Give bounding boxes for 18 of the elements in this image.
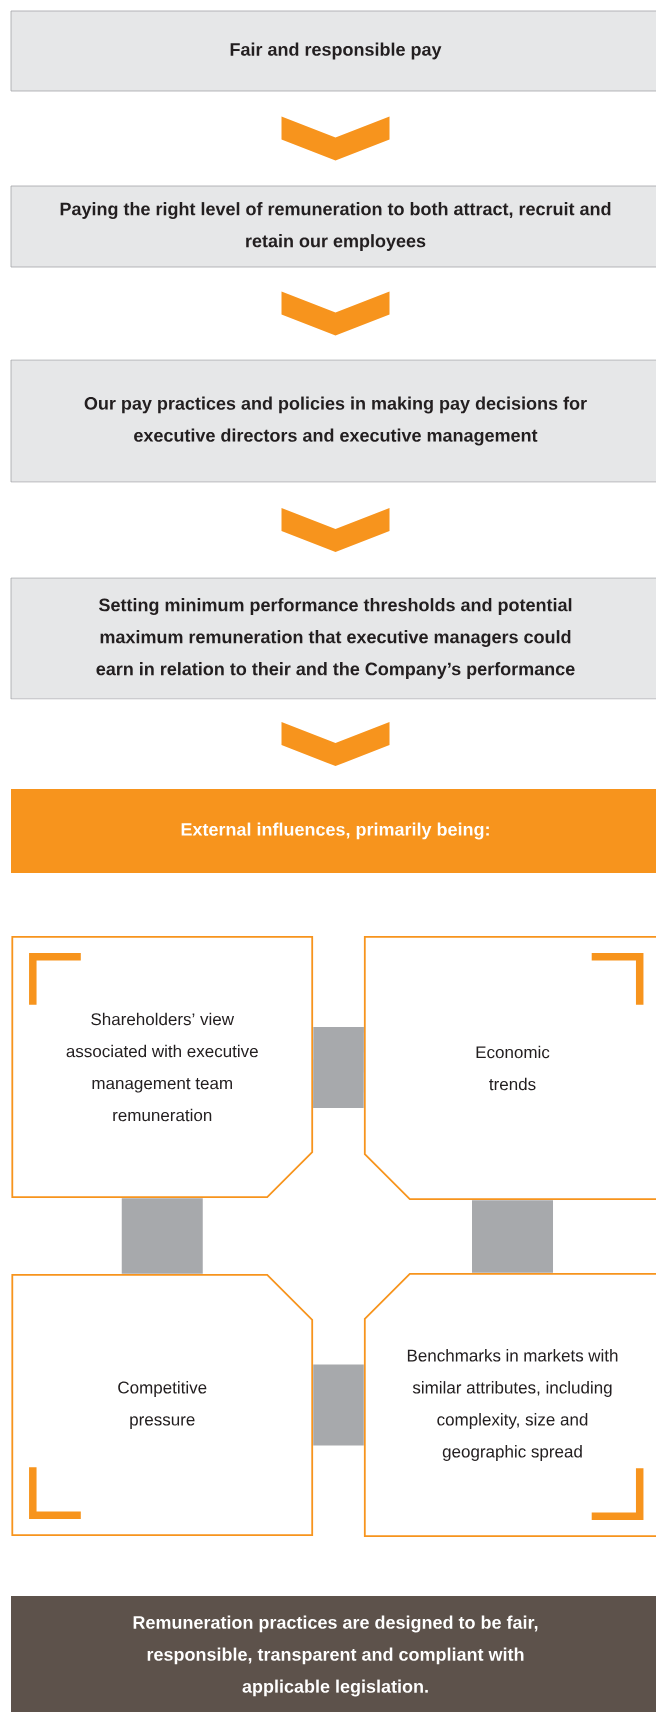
factor-card: Competitive pressure (11, 1273, 314, 1537)
connector-bar (313, 1026, 364, 1109)
conclusion-band: Remuneration practices are designed to be fair, responsible, transparent and compliant with applicable legislation. (11, 1596, 656, 1712)
process-box: Our pay practices and policies in making pay decisions for executive directors and executive management (10, 359, 656, 483)
connector-bar (313, 1364, 364, 1446)
connector-bar (472, 1200, 553, 1273)
connector-bar (121, 1198, 203, 1274)
process-box: Fair and responsible pay (10, 10, 656, 92)
heading-band: External influences, primarily being: (11, 789, 656, 873)
chevron-arrow (281, 508, 390, 552)
process-box: Paying the right level of remuneration to both attract, recruit and retain our employees (10, 185, 656, 268)
process-box: Setting minimum performance thresholds and potential maximum remuneration that executive managers could earn in relation to their and the Company’s performance (10, 577, 656, 700)
chevron-arrow (281, 291, 390, 336)
chevron-arrow (281, 116, 390, 161)
factor-card: Shareholders’ view associated with executive management team remuneration (11, 935, 314, 1199)
factor-card: Economic trends (363, 935, 656, 1201)
factor-card: Benchmarks in markets with similar attributes, including complexity, size and geographic spread (363, 1272, 656, 1538)
chevron-arrow (281, 722, 390, 767)
